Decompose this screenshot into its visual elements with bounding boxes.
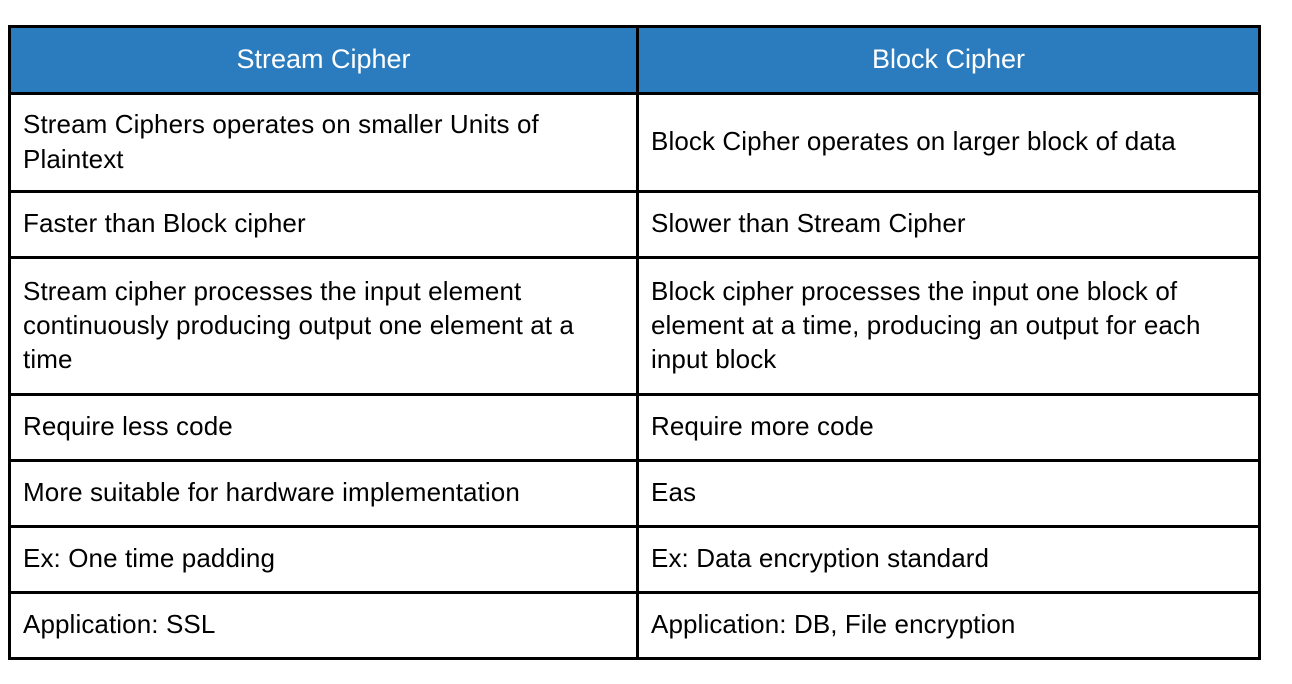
table-row: Ex: One time padding Ex: Data encryption… (8, 525, 1261, 594)
table-row: Application: SSL Application: DB, File e… (8, 591, 1261, 660)
cell-block-row-4: Require more code (636, 393, 1261, 462)
column-header-stream-cipher: Stream Cipher (8, 25, 639, 95)
column-header-block-cipher: Block Cipher (636, 25, 1261, 95)
cell-block-row-3: Block cipher processes the input one blo… (636, 256, 1261, 396)
cell-stream-row-2: Faster than Block cipher (8, 190, 639, 259)
table-header-row: Stream Cipher Block Cipher (8, 25, 1261, 95)
cipher-comparison-table: Stream Cipher Block Cipher Stream Cipher… (8, 25, 1261, 660)
table-row: Require less code Require more code (8, 393, 1261, 462)
table-row: Stream Ciphers operates on smaller Units… (8, 92, 1261, 193)
cell-stream-row-1: Stream Ciphers operates on smaller Units… (8, 92, 639, 193)
cell-stream-row-6: Ex: One time padding (8, 525, 639, 594)
cell-stream-row-3: Stream cipher processes the input elemen… (8, 256, 639, 396)
table-body: Stream Ciphers operates on smaller Units… (8, 92, 1261, 660)
table-header: Stream Cipher Block Cipher (8, 25, 1261, 95)
cell-stream-row-5: More suitable for hardware implementatio… (8, 459, 639, 528)
table-row: More suitable for hardware implementatio… (8, 459, 1261, 528)
cell-block-row-1: Block Cipher operates on larger block of… (636, 92, 1261, 193)
cell-block-row-7: Application: DB, File encryption (636, 591, 1261, 660)
table-row: Faster than Block cipher Slower than Str… (8, 190, 1261, 259)
cell-stream-row-7: Application: SSL (8, 591, 639, 660)
cell-block-row-5: Eas (636, 459, 1261, 528)
cell-block-row-6: Ex: Data encryption standard (636, 525, 1261, 594)
cell-stream-row-4: Require less code (8, 393, 639, 462)
cell-block-row-2: Slower than Stream Cipher (636, 190, 1261, 259)
table-row: Stream cipher processes the input elemen… (8, 256, 1261, 396)
